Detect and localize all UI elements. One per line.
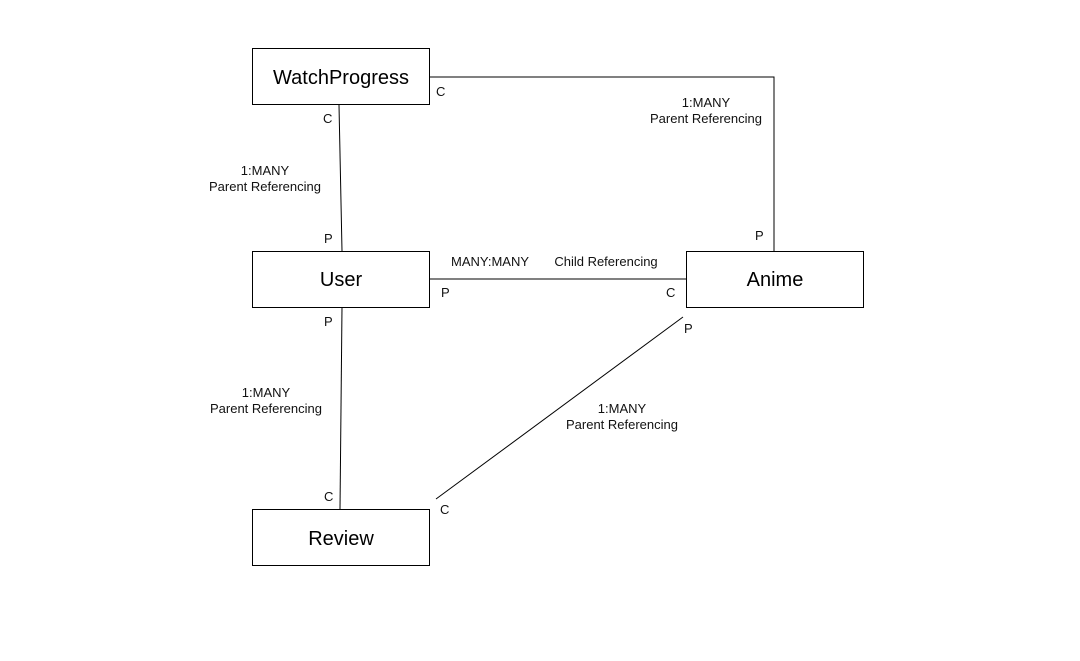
entity-review-box [252, 509, 430, 566]
cardinality-user-anime: MANY:MANY [451, 254, 529, 269]
reference-type-watchprogress-user: Parent Referencing [209, 179, 321, 194]
entity-user[interactable]: User [252, 251, 430, 308]
end-marker-watchprogress-user-watchprogress: C [323, 111, 332, 126]
entity-anime[interactable]: Anime [686, 251, 864, 308]
entity-watchprogress[interactable]: WatchProgress [252, 48, 430, 105]
end-marker-anime-review-review: C [440, 502, 449, 517]
end-marker-watchprogress-anime-watchprogress: C [436, 84, 445, 99]
line-user-review [339, 306, 343, 510]
entity-anime-box [686, 251, 864, 308]
end-marker-user-anime-anime: C [666, 285, 675, 300]
end-marker-user-review-review: C [324, 489, 333, 504]
entity-user-box [252, 251, 430, 308]
reference-type-watchprogress-anime: Parent Referencing [650, 111, 762, 126]
end-marker-anime-review-anime: P [684, 321, 693, 336]
entity-watchprogress-label: WatchProgress [273, 67, 409, 89]
end-marker-user-review-user: P [324, 314, 333, 329]
cardinality-watchprogress-user: 1:MANY [241, 163, 290, 178]
end-marker-watchprogress-user-user: P [324, 231, 333, 246]
entity-review[interactable]: Review [252, 509, 430, 566]
line-watchprogress-user [338, 104, 343, 252]
entity-anime-label: Anime [747, 269, 804, 291]
end-marker-user-anime-user: P [441, 285, 450, 300]
line-watchprogress-anime [430, 76, 775, 251]
end-marker-watchprogress-anime-anime: P [755, 228, 764, 243]
reference-type-user-anime: Child Referencing [554, 254, 657, 269]
entity-review-label: Review [308, 528, 374, 550]
cardinality-watchprogress-anime: 1:MANY [682, 95, 731, 110]
reference-type-anime-review: Parent Referencing [566, 417, 678, 432]
entity-watchprogress-box [252, 48, 430, 105]
cardinality-user-review: 1:MANY [242, 385, 291, 400]
entity-user-label: User [320, 269, 363, 291]
line-anime-review [435, 316, 684, 500]
cardinality-anime-review: 1:MANY [598, 401, 647, 416]
reference-type-user-review: Parent Referencing [210, 401, 322, 416]
